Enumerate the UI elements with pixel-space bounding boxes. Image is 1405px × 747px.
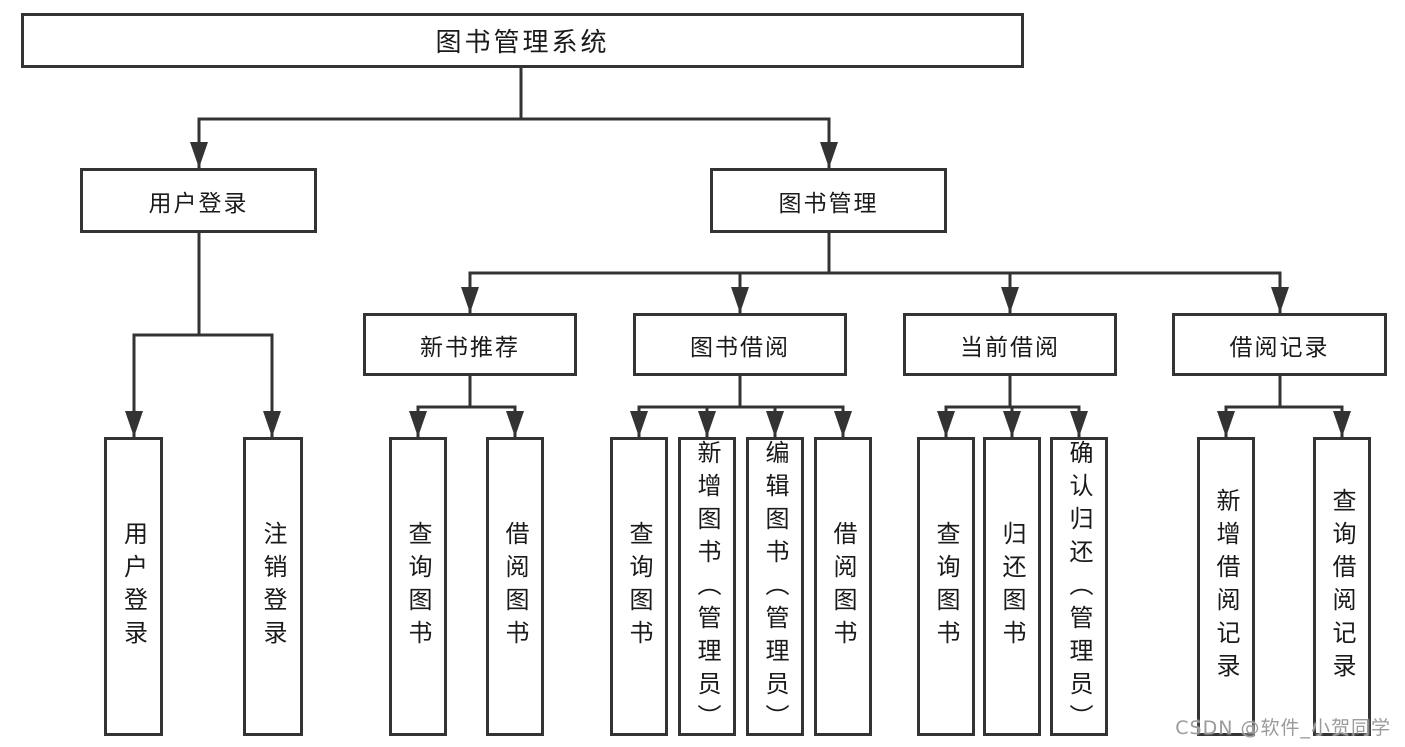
leaf-return-book: 归还图书	[983, 437, 1041, 736]
node-root: 图书管理系统	[21, 13, 1024, 68]
leaf-borrow-books-recommend: 借阅图书	[486, 437, 544, 736]
node-current-borrowing: 当前借阅	[903, 313, 1117, 376]
node-book-borrowing: 图书借阅	[633, 313, 847, 376]
node-new-book-recommendation: 新书推荐	[363, 313, 577, 376]
leaf-user-login: 用户登录	[104, 437, 163, 736]
connector-path	[132, 66, 1344, 439]
leaf-add-borrow-record: 新增借阅记录	[1197, 437, 1255, 736]
leaf-edit-book-admin: 编辑图书（管理员）	[746, 437, 804, 737]
leaf-confirm-return-admin: 确认归还（管理员）	[1050, 437, 1108, 737]
leaf-add-book-admin: 新增图书（管理员）	[678, 437, 736, 737]
leaf-query-borrow-record: 查询借阅记录	[1313, 437, 1371, 736]
leaf-borrow-books: 借阅图书	[814, 437, 872, 736]
leaf-logout: 注销登录	[243, 437, 303, 736]
node-user-login: 用户登录	[80, 168, 317, 233]
leaf-query-books-current: 查询图书	[917, 437, 975, 736]
watermark: CSDN @软件_小贺同学	[1175, 717, 1391, 739]
node-book-management: 图书管理	[710, 168, 947, 233]
node-borrowing-records: 借阅记录	[1172, 313, 1387, 376]
leaf-query-books-borrowing: 查询图书	[610, 437, 668, 736]
leaf-query-books-recommend: 查询图书	[389, 437, 447, 736]
